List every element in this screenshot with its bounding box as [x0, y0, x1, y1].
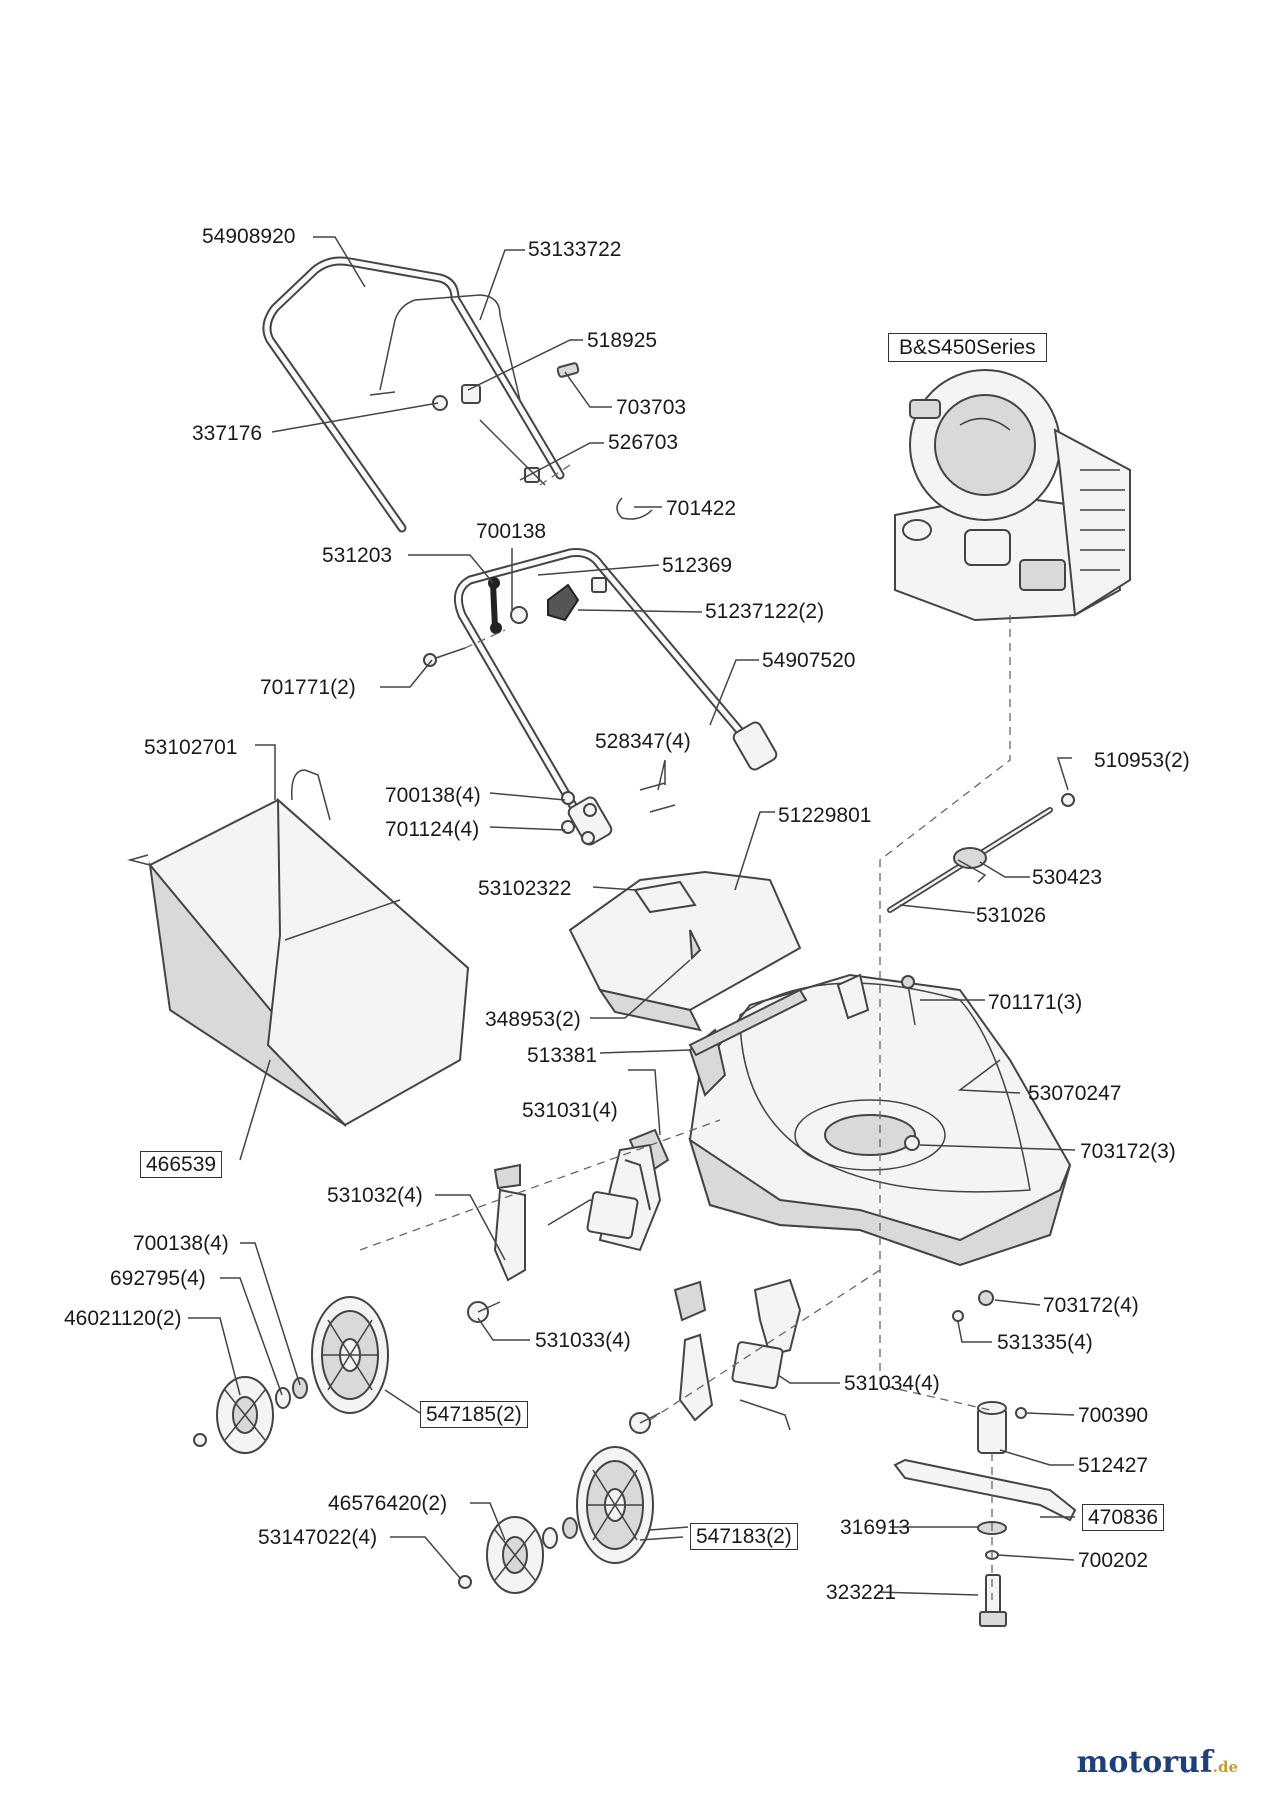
- label-701124: 701124(4): [385, 818, 480, 841]
- label-316913: 316913: [840, 1516, 911, 1539]
- label-51237122: 51237122(2): [705, 600, 825, 623]
- label-323221: 323221: [826, 1581, 897, 1604]
- label-518925: 518925: [587, 329, 658, 352]
- rear-axle-assembly: [629, 1278, 802, 1434]
- label-528347: 528347(4): [595, 730, 691, 753]
- front-wheel-large: [311, 1296, 389, 1414]
- rear-hubcap: [458, 1516, 578, 1594]
- rear-wheel-large: [576, 1446, 654, 1564]
- deck-bolts: [901, 975, 994, 1322]
- label-46021120: 46021120(2): [64, 1307, 182, 1330]
- label-700138-a: 700138: [476, 520, 547, 543]
- watermark-suffix: .de: [1212, 1758, 1238, 1776]
- label-512427: 512427: [1078, 1454, 1149, 1477]
- label-512369: 512369: [662, 554, 733, 577]
- label-53102701: 53102701: [144, 736, 238, 759]
- label-53133722: 53133722: [528, 238, 622, 261]
- height-adjust-axle: [887, 793, 1075, 913]
- label-703172-a: 703172(3): [1080, 1140, 1176, 1163]
- label-54908920: 54908920: [202, 225, 296, 248]
- label-53070247: 53070247: [1028, 1082, 1122, 1105]
- label-466539: 466539: [140, 1151, 223, 1178]
- label-703172-b: 703172(4): [1043, 1294, 1139, 1317]
- label-51229801: 51229801: [778, 804, 872, 827]
- label-470836: 470836: [1082, 1504, 1165, 1531]
- label-513381: 513381: [527, 1044, 598, 1067]
- label-530423: 530423: [1032, 866, 1103, 889]
- label-547183: 547183(2): [690, 1523, 798, 1550]
- label-701771: 701771(2): [260, 676, 356, 699]
- label-54907520: 54907520: [762, 649, 856, 672]
- label-526703: 526703: [608, 431, 679, 454]
- label-703703: 703703: [616, 396, 687, 419]
- label-46576420: 46576420(2): [328, 1492, 448, 1515]
- leader-lines: [188, 236, 1076, 1596]
- label-531031: 531031(4): [522, 1099, 618, 1122]
- rear-flap: [568, 870, 802, 1032]
- label-53102322: 53102322: [478, 877, 572, 900]
- front-hubcap: [193, 1376, 308, 1454]
- watermark-main: motoruf: [1076, 1745, 1213, 1780]
- label-700138-b: 700138(4): [385, 784, 481, 807]
- grass-catcher: [127, 769, 470, 1127]
- engine-series-label: B&S450Series: [888, 333, 1047, 362]
- upper-handle: [262, 256, 565, 533]
- assembly-guides: [359, 464, 1011, 1600]
- label-53147022: 53147022(4): [258, 1526, 378, 1549]
- label-700202: 700202: [1078, 1549, 1149, 1572]
- blade-assembly: [893, 1401, 1077, 1627]
- label-510953: 510953(2): [1094, 749, 1190, 772]
- engine: [894, 369, 1131, 622]
- lower-handle: [453, 548, 778, 846]
- label-531034: 531034(4): [844, 1372, 940, 1395]
- label-531032: 531032(4): [327, 1184, 423, 1207]
- label-701171: 701171(3): [988, 991, 1083, 1014]
- control-bail: [369, 294, 521, 401]
- mower-deck: [688, 973, 1072, 1267]
- label-348953: 348953(2): [485, 1008, 581, 1031]
- label-701422: 701422: [666, 497, 737, 520]
- label-337176: 337176: [192, 422, 263, 445]
- watermark-logo: motoruf.de: [1077, 1748, 1238, 1778]
- front-axle-assembly: [467, 1128, 670, 1323]
- label-692795: 692795(4): [110, 1267, 206, 1290]
- label-531026: 531026: [976, 904, 1047, 927]
- label-531335: 531335(4): [997, 1331, 1093, 1354]
- label-547185: 547185(2): [420, 1401, 528, 1428]
- label-531033: 531033(4): [535, 1329, 631, 1352]
- label-531203: 531203: [322, 544, 393, 567]
- label-700138-c: 700138(4): [133, 1232, 229, 1255]
- label-700390: 700390: [1078, 1404, 1149, 1427]
